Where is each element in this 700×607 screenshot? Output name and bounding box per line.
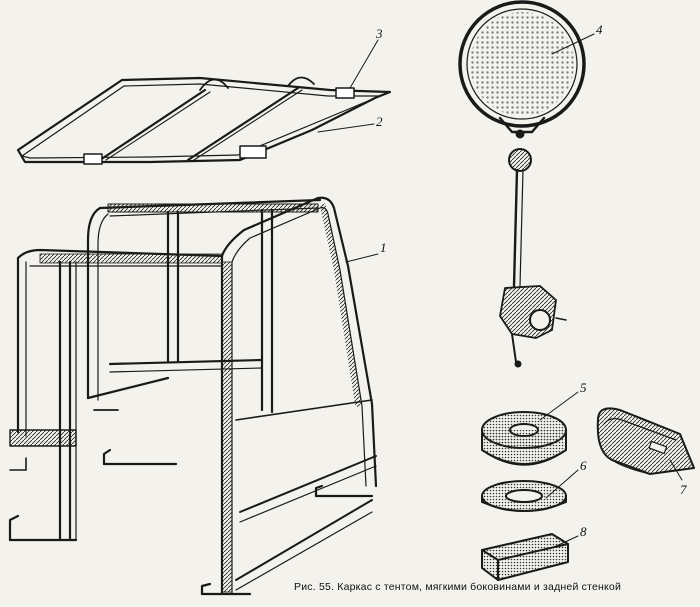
callout-5-label: 5 bbox=[580, 380, 587, 395]
figure-caption: Рис. 55. Каркас с тентом, мягкими бокови… bbox=[294, 581, 621, 593]
roof-frame-drawing bbox=[16, 76, 392, 165]
callout-leaders bbox=[317, 33, 683, 549]
callout-6-label: 6 bbox=[580, 458, 587, 473]
thick-washer-drawing bbox=[481, 411, 567, 466]
mirror-drawing bbox=[458, 0, 586, 368]
block-drawing bbox=[481, 533, 569, 581]
callout-1-label: 1 bbox=[380, 240, 387, 255]
flat-washer-drawing bbox=[481, 480, 567, 512]
cab-frame-drawing bbox=[8, 196, 378, 596]
callout-8-label: 8 bbox=[580, 524, 587, 539]
callout-4-label: 4 bbox=[596, 22, 603, 37]
callout-3-label: 3 bbox=[375, 26, 383, 41]
callout-2-label: 2 bbox=[376, 114, 383, 129]
clamp-drawing bbox=[596, 407, 695, 475]
callout-7-label: 7 bbox=[680, 482, 687, 497]
